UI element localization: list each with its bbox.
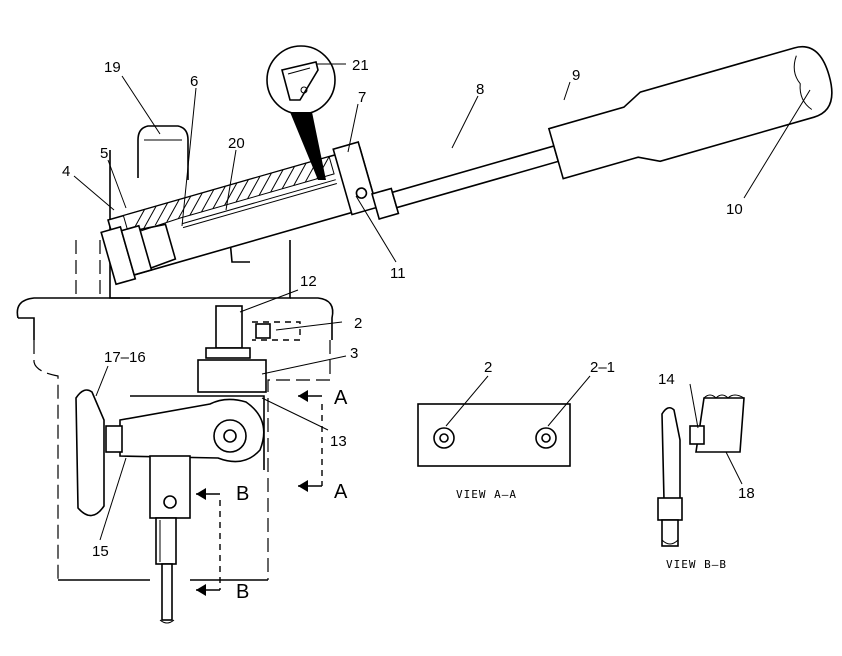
section-label-b-top: B [236,483,249,505]
callout-20: 20 [228,135,245,152]
section-marker-a [298,390,323,492]
pin-assembly [205,305,301,359]
view-b-b-label-14: 14 [658,371,675,388]
callout-5: 5 [100,145,108,162]
section-marker-b [196,488,221,596]
view-a-a-label-2: 2 [484,359,492,376]
callout-11: 11 [390,265,406,282]
section-label-b-bottom: B [236,581,249,603]
callout-12: 12 [300,273,317,290]
callout-8: 8 [476,81,484,98]
callout-2: 2 [354,315,362,332]
view-b-b-detail [657,383,745,547]
callout-6: 6 [190,73,198,90]
view-b-b-label-18: 18 [738,485,755,502]
callout-15: 15 [92,543,109,560]
callout-13: 13 [330,433,347,450]
handle-assembly [371,46,833,220]
callout-7: 7 [358,89,366,106]
rocker-arm [75,359,267,624]
callout-19: 19 [104,59,121,76]
callout-10: 10 [726,201,743,218]
callout-4: 4 [62,163,70,180]
detail-magnifier [266,45,336,180]
engine-housing [16,240,334,581]
callout-9: 9 [572,67,580,84]
section-label-a-bottom: A [334,481,348,503]
tool-body [100,141,378,286]
leader-lines [73,63,811,541]
callout-17-16: 17–16 [104,349,146,366]
callout-21: 21 [352,57,369,74]
callout-3: 3 [350,345,358,362]
view-b-b-caption: VIEW B–B [666,558,727,571]
view-a-a-label-2-1: 2–1 [590,359,615,376]
view-a-a-caption: VIEW A–A [456,488,517,501]
view-a-a-plate [417,375,591,467]
section-label-a-top: A [334,387,348,409]
